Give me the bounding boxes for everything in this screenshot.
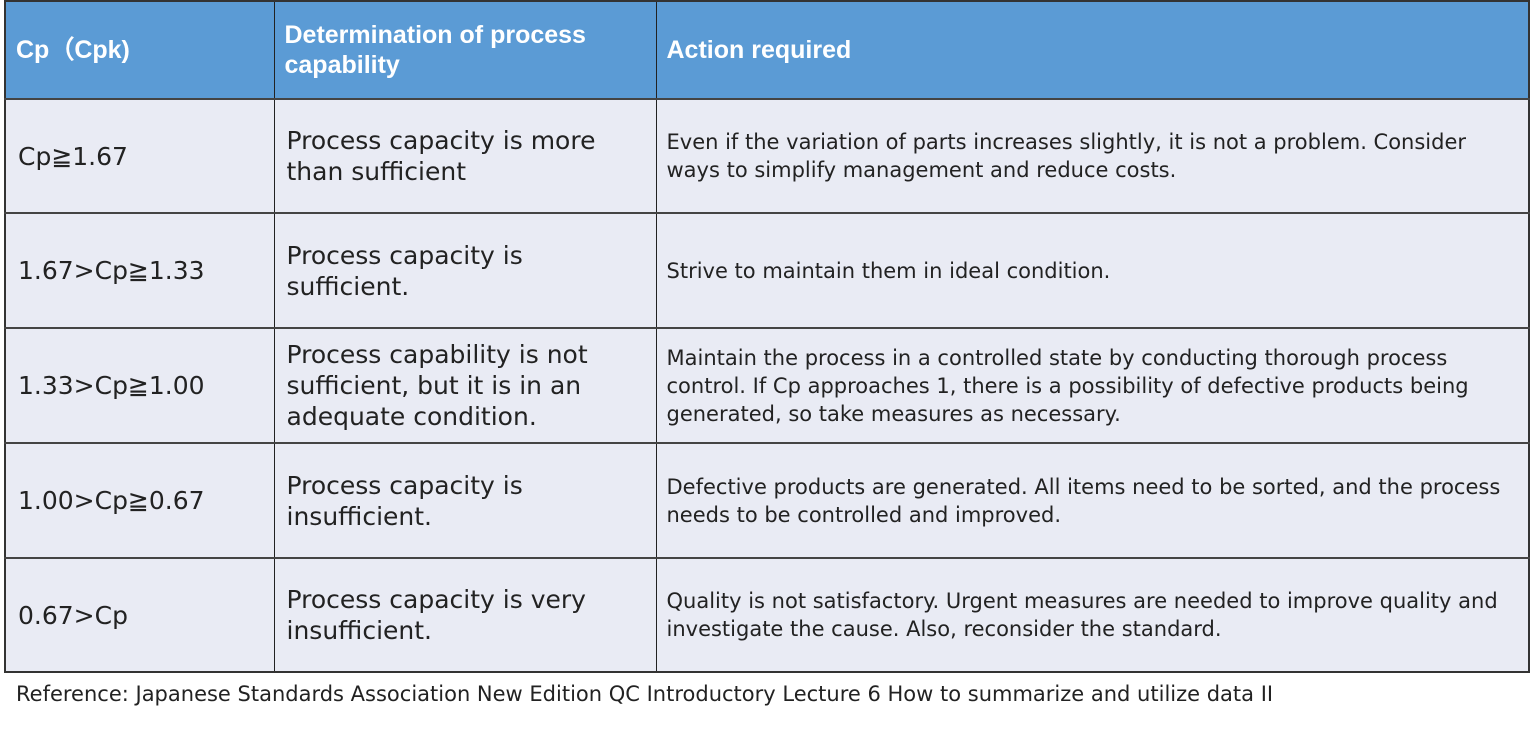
cp-cell: 0.67>Cp bbox=[4, 557, 275, 673]
header-determination: Determination of process capability bbox=[273, 0, 657, 100]
action-cell: Maintain the process in a controlled sta… bbox=[655, 327, 1530, 444]
table-row: 1.67>Cp≧1.33 Process capacity is suffici… bbox=[4, 212, 1530, 329]
cp-cell: 1.67>Cp≧1.33 bbox=[4, 212, 275, 329]
header-action: Action required bbox=[655, 0, 1530, 100]
action-cell: Quality is not satisfactory. Urgent meas… bbox=[655, 557, 1530, 673]
determination-cell: Process capacity is insufficient. bbox=[273, 442, 657, 559]
action-cell: Strive to maintain them in ideal conditi… bbox=[655, 212, 1530, 329]
table-header-row: Cp（Cpk) Determination of process capabil… bbox=[4, 0, 1530, 100]
cp-cell: 1.33>Cp≧1.00 bbox=[4, 327, 275, 444]
table-row: 1.33>Cp≧1.00 Process capability is not s… bbox=[4, 327, 1530, 444]
table-row: Cp≧1.67 Process capacity is more than su… bbox=[4, 98, 1530, 214]
action-cell: Even if the variation of parts increases… bbox=[655, 98, 1530, 214]
table-row: 0.67>Cp Process capacity is very insuffi… bbox=[4, 557, 1530, 673]
table-row: 1.00>Cp≧0.67 Process capacity is insuffi… bbox=[4, 442, 1530, 559]
determination-cell: Process capability is not sufficient, bu… bbox=[273, 327, 657, 444]
cp-cell: Cp≧1.67 bbox=[4, 98, 275, 214]
action-cell: Defective products are generated. All it… bbox=[655, 442, 1530, 559]
reference-note: Reference: Japanese Standards Associatio… bbox=[16, 682, 1274, 706]
determination-cell: Process capacity is more than sufficient bbox=[273, 98, 657, 214]
header-cp: Cp（Cpk) bbox=[4, 0, 275, 100]
process-capability-table: Cp（Cpk) Determination of process capabil… bbox=[4, 0, 1530, 673]
determination-cell: Process capacity is sufficient. bbox=[273, 212, 657, 329]
cp-cell: 1.00>Cp≧0.67 bbox=[4, 442, 275, 559]
determination-cell: Process capacity is very insufficient. bbox=[273, 557, 657, 673]
